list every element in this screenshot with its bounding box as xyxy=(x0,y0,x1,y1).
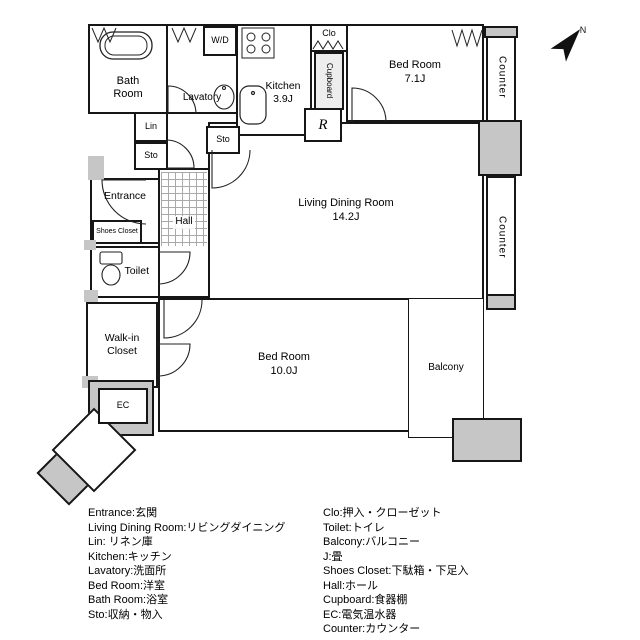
legend-item: Lin: リネン庫 xyxy=(88,536,153,548)
cupboard-label: Cupboard xyxy=(325,63,334,99)
legend-item: Cupboard:食器棚 xyxy=(323,594,408,606)
shoes-closet-box: Shoes Closet xyxy=(92,220,142,244)
legend-right-column: Clo:押入・クローゼット Toilet:トイレ Balcony:バルコニー J… xyxy=(323,506,558,637)
room-bedroom1-label: Bed Room xyxy=(389,59,441,72)
legend-left-column: Entrance:玄関 Living Dining Room:リビングダイニング… xyxy=(88,506,323,637)
wd-label: W/D xyxy=(211,35,229,46)
counter-top-box: Counter xyxy=(486,32,516,122)
room-hall-label: Hall xyxy=(173,216,195,229)
structural-column-right-upper xyxy=(478,120,522,176)
wall-stub-3 xyxy=(84,290,98,302)
room-wic-label: Walk-in xyxy=(104,331,140,344)
storage-box-2: Sto xyxy=(206,126,240,154)
legend-item: Shoes Closet:下駄箱・下足入 xyxy=(323,565,469,577)
room-living-dining: Living Dining Room 14.2J xyxy=(208,122,484,300)
room-bedroom2-label: Bed Room xyxy=(258,351,310,364)
refrigerator-label: R xyxy=(318,116,328,133)
refrigerator-box: R xyxy=(304,108,342,142)
cupboard-box: Cupboard xyxy=(314,52,344,110)
structural-column-top-right xyxy=(484,26,518,38)
legend-item: Sto:収納・物入 xyxy=(88,608,163,621)
room-walk-in-closet: Walk-in Closet xyxy=(86,302,158,388)
compass-icon: N xyxy=(550,25,587,62)
room-toilet: Toilet xyxy=(90,246,160,298)
room-kitchen: Kitchen 3.9J xyxy=(236,24,312,136)
legend-item: Living Dining Room:リビングダイニング xyxy=(88,521,286,534)
closet-clo-box: Clo xyxy=(310,24,348,52)
legend-item: J:畳 xyxy=(323,550,343,563)
legend-item: Kitchen:キッチン xyxy=(88,550,172,563)
ec-label: EC xyxy=(116,400,130,411)
wall-stub-1 xyxy=(88,156,104,180)
legend-item: Toilet:トイレ xyxy=(323,521,385,534)
clo-label: Clo xyxy=(322,28,336,38)
washer-dryer-box: W/D xyxy=(203,26,237,56)
room-balcony-label: Balcony xyxy=(428,361,464,373)
legend: Entrance:玄関 Living Dining Room:リビングダイニング… xyxy=(88,506,558,637)
legend-item: Lavatory:洗面所 xyxy=(88,565,167,577)
room-wic-label2: Closet xyxy=(107,345,137,357)
hall-tile-floor xyxy=(161,172,207,246)
room-bedroom-2: Bed Room 10.0J xyxy=(158,298,410,432)
legend-item: EC:電気温水器 xyxy=(323,608,397,621)
room-living-dining-size: 14.2J xyxy=(332,211,360,223)
legend-item: Clo:押入・クローゼット xyxy=(323,507,442,519)
counter-top-label: Counter xyxy=(496,55,508,99)
legend-item: Bed Room:洋室 xyxy=(88,579,166,592)
legend-item: Balcony:バルコニー xyxy=(323,536,420,548)
wall-stub-2 xyxy=(84,240,96,250)
door-arc-hall xyxy=(165,139,195,169)
linen-label: Lin xyxy=(144,121,157,132)
structural-column-right-mid xyxy=(486,294,516,310)
room-bath-label2: Room xyxy=(113,88,143,101)
linen-box: Lin xyxy=(134,112,168,142)
shoes-closet-label: Shoes Closet xyxy=(96,227,138,235)
room-kitchen-label: Kitchen xyxy=(265,79,301,92)
room-lavatory-label: Lavatory xyxy=(182,91,222,103)
room-bedroom2-size: 10.0J xyxy=(270,365,298,377)
counter-mid-box: Counter xyxy=(486,176,516,298)
electric-water-heater-box: EC xyxy=(98,388,148,424)
storage-box-1: Sto xyxy=(134,142,168,170)
room-hall: Hall xyxy=(158,168,210,298)
storage1-label: Sto xyxy=(144,150,158,161)
room-bath: Bath Room xyxy=(88,24,168,114)
structural-column-bottom-right xyxy=(452,418,522,462)
room-living-dining-label: Living Dining Room xyxy=(298,197,394,210)
room-bedroom1-size: 7.1J xyxy=(404,73,426,85)
legend-item: Counter:カウンター xyxy=(323,623,421,635)
storage2-label: Sto xyxy=(216,134,230,145)
room-kitchen-size: 3.9J xyxy=(273,93,293,105)
counter-mid-label: Counter xyxy=(496,215,508,259)
room-bath-label: Bath xyxy=(116,74,140,87)
room-entrance-label: Entrance xyxy=(103,190,147,202)
room-toilet-label: Toilet xyxy=(124,265,149,278)
room-balcony: Balcony xyxy=(408,298,484,438)
legend-item: Hall:ホール xyxy=(323,579,379,592)
legend-item: Entrance:玄関 xyxy=(88,507,158,519)
legend-item: Bath Room:浴室 xyxy=(88,594,169,606)
room-bedroom-1: Bed Room 7.1J xyxy=(346,24,484,122)
compass-n-label: N xyxy=(580,25,587,35)
